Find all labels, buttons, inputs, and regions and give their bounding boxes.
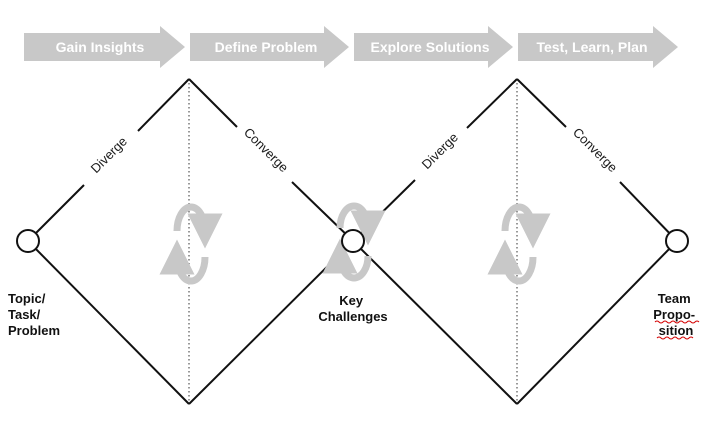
phase-arrow-shape (24, 26, 185, 68)
node-start (16, 229, 40, 253)
diamond2-top-right-edge-b (619, 181, 678, 242)
node-label-line: Team (658, 291, 691, 306)
node-label-line: Challenges (318, 309, 387, 324)
diamond2-top-right-edge-a (516, 78, 567, 128)
cycle-arrows-icon (322, 202, 386, 282)
diamond2-top-left-edge-b (466, 78, 518, 129)
node-label-line: Task/ (8, 307, 41, 322)
diamond-2 (352, 78, 678, 405)
node-label-line: Problem (8, 323, 60, 338)
edge-label-diverge-1: Diverge (88, 134, 130, 176)
phase-arrow-label: Test, Learn, Plan (537, 39, 648, 55)
phase-arrow-shape (518, 26, 678, 68)
node-label-middle: Key Challenges (318, 293, 387, 324)
edge-label-diverge-2: Diverge (419, 130, 461, 172)
node-label-line: Propo- (653, 307, 695, 322)
node-label-line: sition (659, 323, 694, 338)
phase-arrow-label: Gain Insights (56, 39, 145, 55)
cycle-arrows-icon (487, 203, 551, 285)
diamond1-bottom-left-edge (27, 240, 190, 405)
spellcheck-underline (656, 336, 694, 340)
phase-arrow-1: Gain Insights (24, 26, 185, 68)
diamond2-bottom-left-edge (352, 240, 518, 405)
phase-arrow-shape (190, 26, 349, 68)
cycle-arrows-icon (159, 203, 223, 285)
edge-label-converge-2: Converge (570, 125, 620, 175)
node-label-line: Topic/ (8, 291, 46, 306)
phase-arrow-shape (354, 26, 513, 68)
node-middle (341, 229, 365, 253)
phase-arrow-3: Explore Solutions (354, 26, 513, 68)
phase-arrow-label: Define Problem (215, 39, 318, 55)
diamond-1 (27, 78, 354, 405)
edge-label-converge-1: Converge (241, 125, 291, 175)
diamond1-top-left-edge-a (27, 184, 85, 242)
diamond2-bottom-right-edge (516, 240, 678, 405)
node-label-end: Team Propo- sition (653, 291, 699, 338)
node-label-line: Key (339, 293, 364, 308)
phase-arrow-2: Define Problem (190, 26, 349, 68)
diamond1-top-left-edge-b (137, 78, 190, 132)
node-label-start: Topic/ Task/ Problem (8, 291, 60, 338)
diamond1-top-right-edge-a (188, 78, 238, 128)
phase-arrow-4: Test, Learn, Plan (518, 26, 678, 68)
phase-arrow-label: Explore Solutions (370, 39, 489, 55)
node-end (665, 229, 689, 253)
spellcheck-underline (654, 320, 700, 324)
diamond1-top-right-edge-b (291, 181, 354, 242)
